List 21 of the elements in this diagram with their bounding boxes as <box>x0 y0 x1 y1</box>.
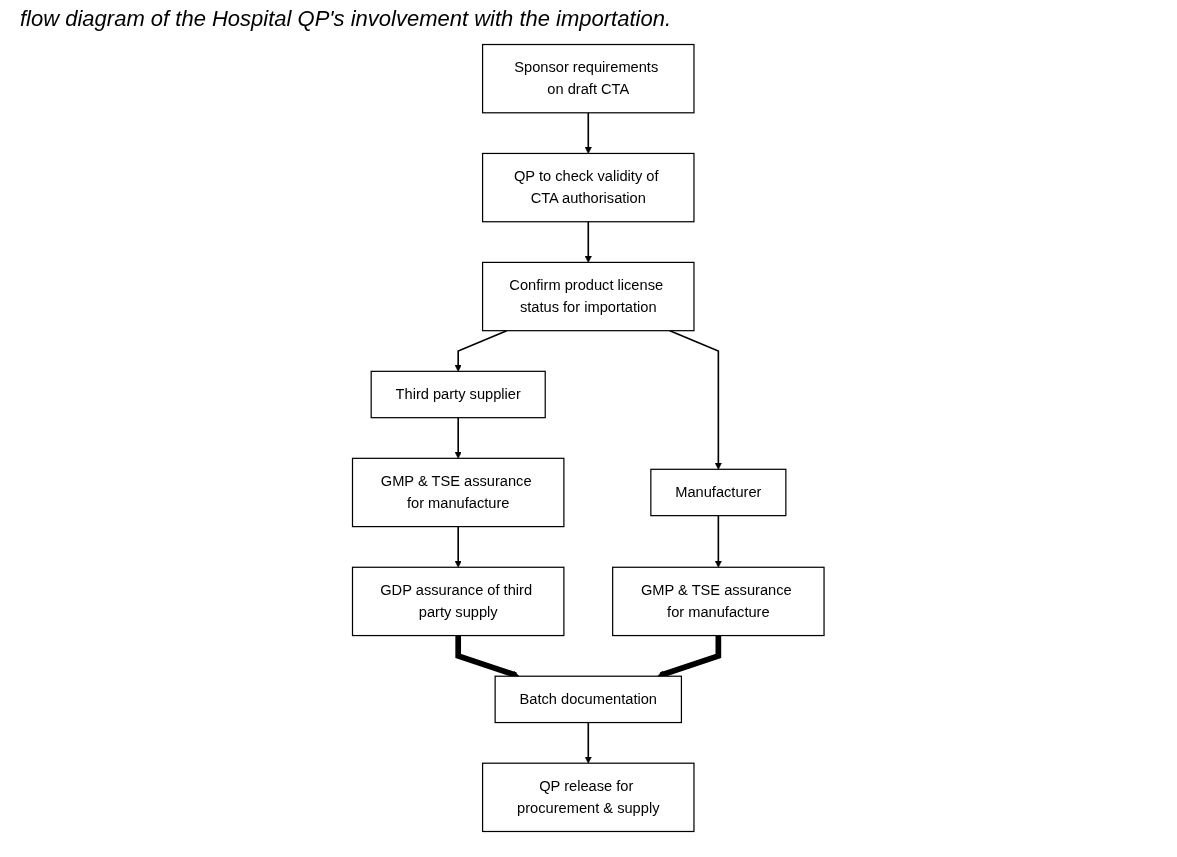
node-box: Sponsor requirements on draft CTA <box>482 43 695 114</box>
arrow <box>584 112 593 154</box>
node-box: QP release for procurement & supply <box>482 762 695 833</box>
node-box: Third party supplier <box>370 370 547 419</box>
node-box: GDP assurance of third party supply <box>352 566 565 637</box>
arrow <box>454 329 508 372</box>
node-box: QP to check validity of CTA authorisation <box>482 152 695 223</box>
arrow <box>584 220 593 263</box>
arrow <box>669 329 723 470</box>
node-box: Batch documentation <box>494 675 683 724</box>
node-box: Manufacturer <box>650 468 787 517</box>
arrow <box>657 635 722 678</box>
node-box: Confirm product license status for importation <box>482 261 695 332</box>
arrow <box>455 635 520 678</box>
diagram-title: flow diagram of the Hospital QP's involvement with the importation. <box>20 6 673 32</box>
arrow <box>715 514 723 568</box>
node-box: GMP & TSE assurance for manufacture <box>612 566 825 637</box>
node-box: GMP & TSE assurance for manufacture <box>352 457 565 528</box>
arrow <box>454 525 462 568</box>
arrow <box>454 416 462 459</box>
arrow <box>584 721 593 764</box>
